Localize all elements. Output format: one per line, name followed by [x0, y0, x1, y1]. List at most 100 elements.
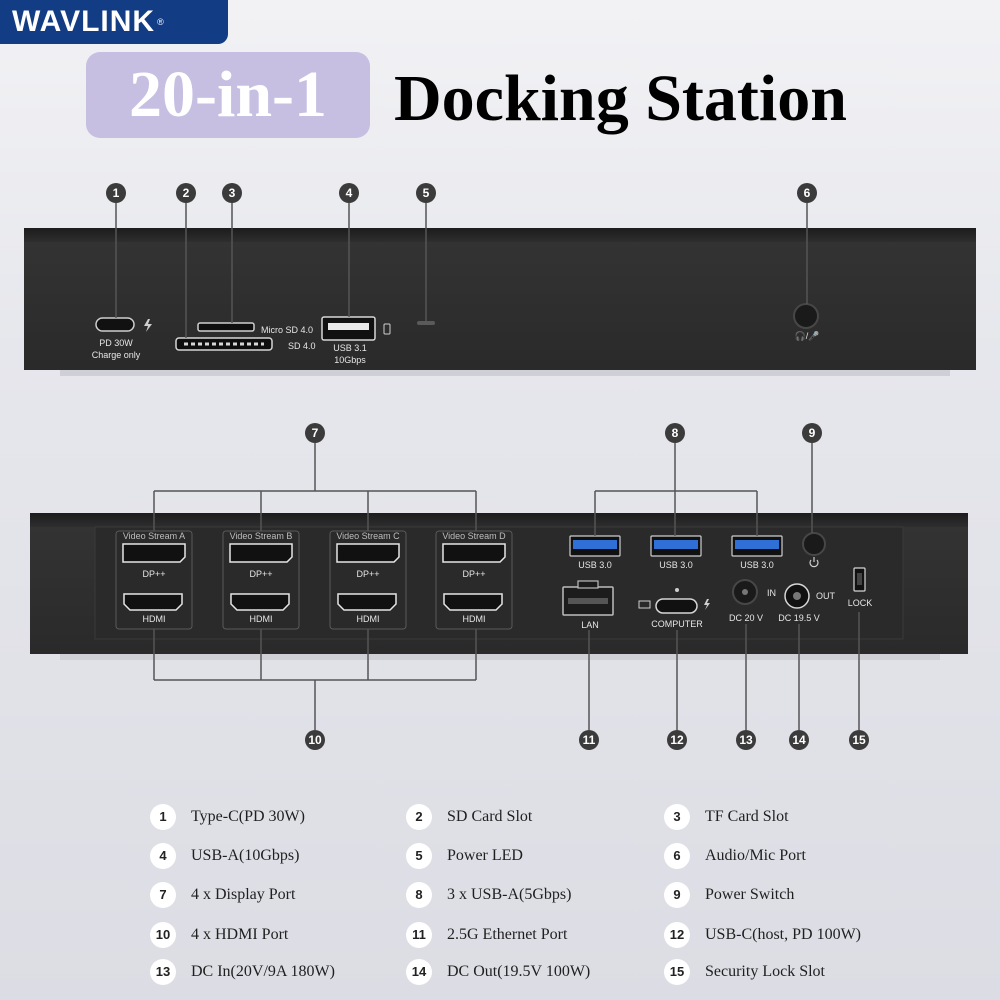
- legend-item-2: 2 SD Card Slot: [406, 803, 532, 831]
- rear-device-top: [30, 513, 968, 527]
- rear-device-foot: [60, 654, 940, 660]
- legend-num: 6: [664, 843, 690, 869]
- callout-12: 12: [667, 730, 687, 750]
- dp-label-b: DP++: [249, 569, 273, 579]
- product-badge: 20-in-1: [86, 52, 370, 138]
- legend-item-11: 11 2.5G Ethernet Port: [406, 921, 567, 949]
- microsd-slot: [197, 322, 255, 332]
- callout-5: 5: [416, 183, 436, 203]
- callout-13: 13: [736, 730, 756, 750]
- legend-num: 1: [150, 804, 176, 830]
- callout-4: 4: [339, 183, 359, 203]
- legend-text: 3 x USB-A(5Gbps): [447, 886, 572, 903]
- audio-mic-label: 🎧/🎤: [794, 331, 820, 341]
- pd-label: PD 30W: [99, 338, 133, 348]
- legend-item-4: 4 USB-A(10Gbps): [150, 842, 299, 870]
- sd-label: SD 4.0: [288, 341, 316, 351]
- usb31-speed-label: 10Gbps: [334, 355, 366, 365]
- usb30-label-1: USB 3.0: [578, 560, 612, 570]
- legend-text: Power LED: [447, 847, 523, 864]
- dc-out-tag: OUT: [816, 591, 835, 601]
- hdmi-label-d: HDMI: [462, 614, 486, 624]
- legend-item-7: 7 4 x Display Port: [150, 881, 295, 909]
- pd-sub-label: Charge only: [91, 350, 141, 360]
- legend-num: 8: [406, 882, 432, 908]
- callout-8: 8: [665, 423, 685, 443]
- wavlink-logo: WAVLINK®: [0, 0, 228, 44]
- legend-text: DC Out(19.5V 100W): [447, 963, 591, 980]
- thunder-icon-rear: [704, 599, 710, 610]
- legend-num: 5: [406, 843, 432, 869]
- hdmi-ports: [123, 593, 503, 611]
- video-stream-a-label: Video Stream A: [122, 531, 186, 541]
- front-device-body: [24, 242, 976, 370]
- page-title: Docking Station: [394, 62, 847, 135]
- legend-item-10: 10 4 x HDMI Port: [150, 921, 288, 949]
- dc-out-label: DC 19.5 V: [778, 613, 820, 623]
- legend-num: 2: [406, 804, 432, 830]
- legend-num: 7: [150, 882, 176, 908]
- laptop-icon: [638, 600, 651, 609]
- legend-item-3: 3 TF Card Slot: [664, 803, 789, 831]
- rear-callout-lines: [153, 443, 860, 730]
- microsd-label: Micro SD 4.0: [261, 325, 314, 335]
- usb30-label-2: USB 3.0: [659, 560, 693, 570]
- type-c-port: [95, 317, 135, 332]
- front-callout-lines: [115, 203, 808, 338]
- legend-item-1: 1 Type-C(PD 30W): [150, 803, 305, 831]
- power-switch: [802, 532, 826, 556]
- legend-num: 12: [664, 922, 690, 948]
- hdmi-label-a: HDMI: [142, 614, 166, 624]
- thunder-icon: [144, 319, 152, 332]
- front-device-foot: [60, 370, 950, 376]
- legend-text: USB-C(host, PD 100W): [705, 926, 862, 943]
- port-legend: 1 Type-C(PD 30W) 2 SD Card Slot 3 TF Car…: [150, 803, 890, 993]
- legend-text: Power Switch: [705, 886, 795, 903]
- callout-6: 6: [797, 183, 817, 203]
- usb31-label: USB 3.1: [333, 343, 367, 353]
- legend-item-14: 14 DC Out(19.5V 100W): [406, 958, 590, 986]
- hdmi-label-c: HDMI: [356, 614, 380, 624]
- front-device-top: [24, 228, 976, 242]
- audio-jack: [793, 303, 819, 329]
- legend-num: 15: [664, 959, 690, 985]
- callout-15: 15: [849, 730, 869, 750]
- power-led: [417, 321, 435, 325]
- hdmi-label-b: HDMI: [249, 614, 273, 624]
- usb30-label-3: USB 3.0: [740, 560, 774, 570]
- legend-item-15: 15 Security Lock Slot: [664, 958, 825, 986]
- legend-item-12: 12 USB-C(host, PD 100W): [664, 921, 861, 949]
- legend-num: 3: [664, 804, 690, 830]
- dp-label-c: DP++: [356, 569, 380, 579]
- legend-text: 2.5G Ethernet Port: [447, 926, 568, 943]
- legend-item-9: 9 Power Switch: [664, 881, 794, 909]
- legend-item-6: 6 Audio/Mic Port: [664, 842, 806, 870]
- legend-text: TF Card Slot: [705, 808, 789, 825]
- video-stream-c-label: Video Stream C: [336, 531, 400, 541]
- legend-text: Security Lock Slot: [705, 963, 825, 980]
- displayport-ports: [122, 543, 506, 563]
- sd-slot: [175, 337, 273, 351]
- callout-1: 1: [106, 183, 126, 203]
- callout-9: 9: [802, 423, 822, 443]
- dp-label-a: DP++: [142, 569, 166, 579]
- legend-num: 10: [150, 922, 176, 948]
- legend-num: 13: [150, 959, 176, 985]
- legend-text: USB-A(10Gbps): [191, 847, 300, 864]
- battery-icon: [383, 323, 391, 335]
- power-icon: [809, 557, 819, 568]
- dc-in-label: DC 20 V: [728, 613, 763, 623]
- computer-usb-c-port: [655, 598, 698, 614]
- legend-num: 14: [406, 959, 432, 985]
- video-stream-b-label: Video Stream B: [229, 531, 293, 541]
- legend-text: 4 x Display Port: [191, 886, 296, 903]
- registered-mark: ®: [157, 17, 165, 27]
- callout-7: 7: [305, 423, 325, 443]
- lan-label: LAN: [581, 620, 599, 630]
- legend-item-5: 5 Power LED: [406, 842, 523, 870]
- legend-text: Type-C(PD 30W): [191, 808, 305, 825]
- dc-in-tag: IN: [767, 588, 776, 598]
- legend-text: DC In(20V/9A 180W): [191, 963, 335, 980]
- video-stream-d-label: Video Stream D: [442, 531, 506, 541]
